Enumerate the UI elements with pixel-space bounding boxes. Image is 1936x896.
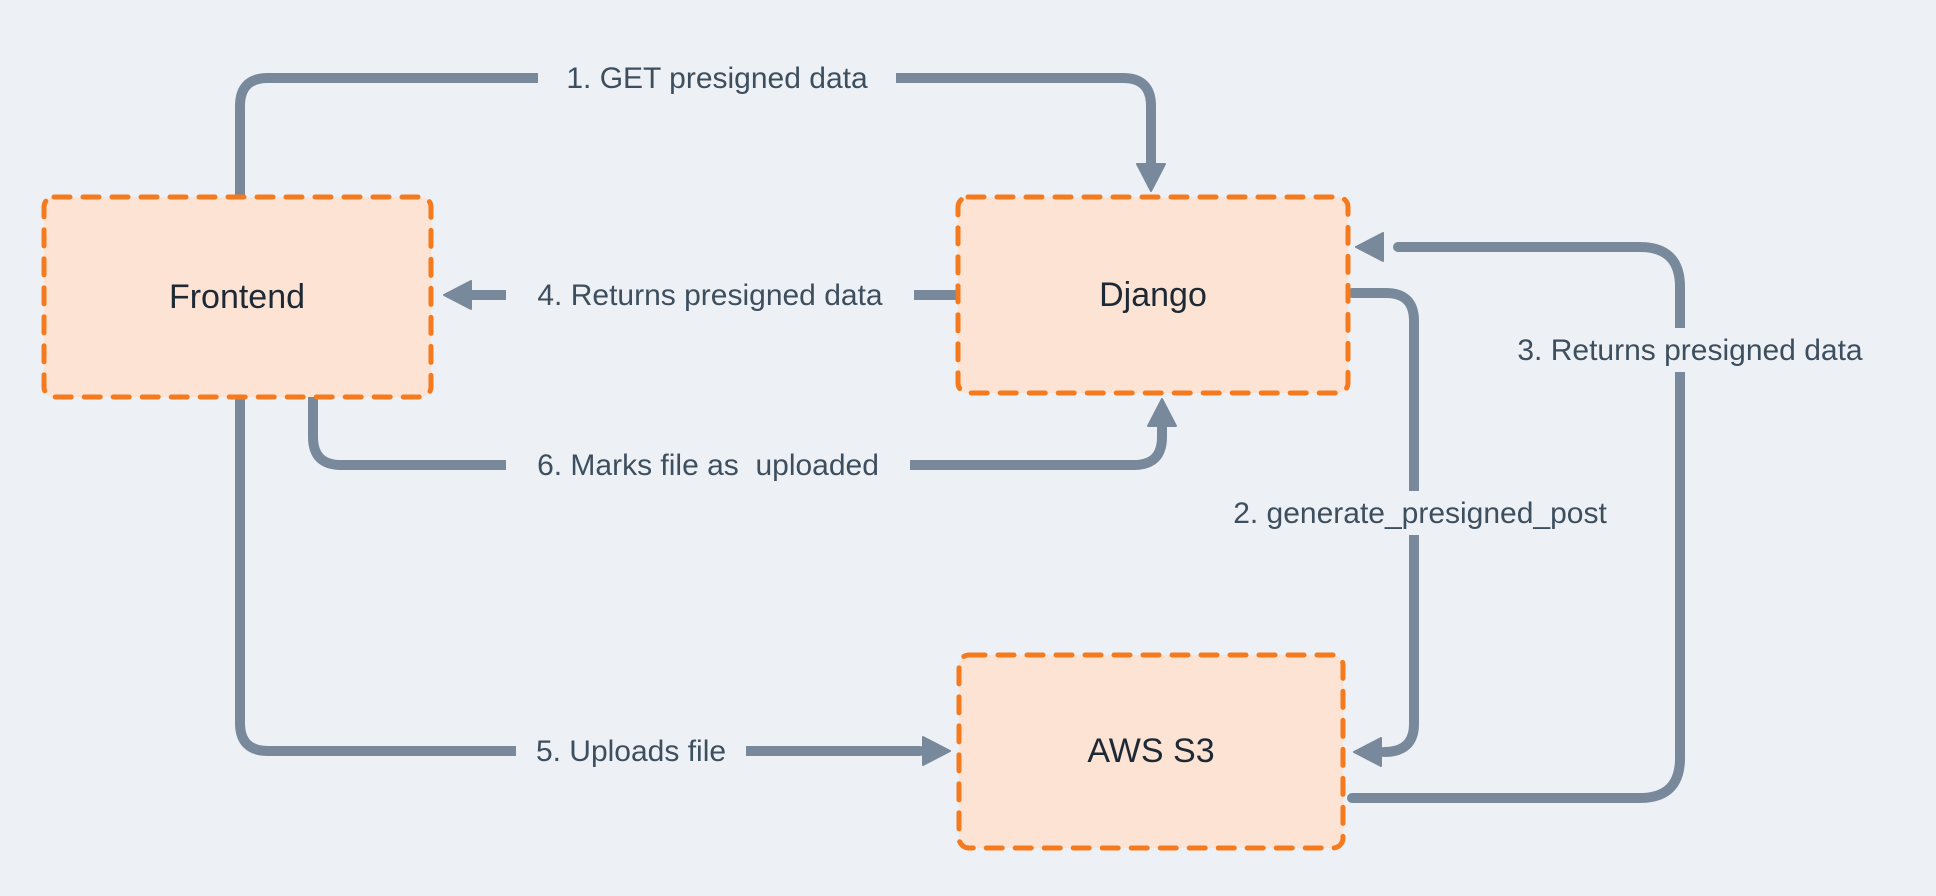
edge-3-arrowhead-icon — [1355, 232, 1384, 262]
edge-5-path — [235, 390, 925, 756]
node-django-box — [955, 194, 1351, 396]
node-django-label: Django — [1099, 276, 1207, 314]
edge-label-5: 5. Uploads file — [536, 735, 726, 768]
edge-label-4-bg — [506, 273, 914, 317]
edge-label-1-bg — [538, 56, 896, 100]
edge-label-1: 1. GET presigned data — [566, 62, 868, 95]
node-django: Django — [955, 194, 1351, 396]
edge-label-2-bg — [1202, 491, 1638, 535]
node-aws-s3-label: AWS S3 — [1087, 732, 1214, 770]
edge-3-path — [1347, 242, 1685, 803]
node-aws-s3-box — [956, 652, 1346, 851]
edge-label-6-bg — [506, 443, 910, 487]
edge-label-3: 3. Returns presigned data — [1517, 334, 1863, 367]
edge-2 — [1347, 288, 1419, 767]
edge-5-arrowhead-icon — [922, 736, 951, 766]
edge-label-5-bg — [516, 729, 746, 773]
edge-3 — [1347, 232, 1685, 803]
node-frontend: Frontend — [41, 194, 434, 400]
node-aws-s3: AWS S3 — [956, 652, 1346, 851]
edge-label-3-bg — [1483, 328, 1897, 372]
edge-label-4: 4. Returns presigned data — [537, 279, 883, 312]
edge-6-arrowhead-icon — [1147, 398, 1177, 427]
edge-1-arrowhead-icon — [1136, 163, 1166, 192]
edge-5 — [235, 390, 951, 766]
edge-label-2: 2. generate_presigned_post — [1233, 497, 1607, 530]
node-frontend-label: Frontend — [169, 278, 305, 316]
edge-2-arrowhead-icon — [1353, 737, 1382, 767]
edge-4-arrowhead-icon — [443, 280, 472, 310]
edge-label-6: 6. Marks file as uploaded — [537, 449, 879, 482]
node-frontend-box — [41, 194, 434, 400]
edge-2-path — [1347, 288, 1419, 757]
